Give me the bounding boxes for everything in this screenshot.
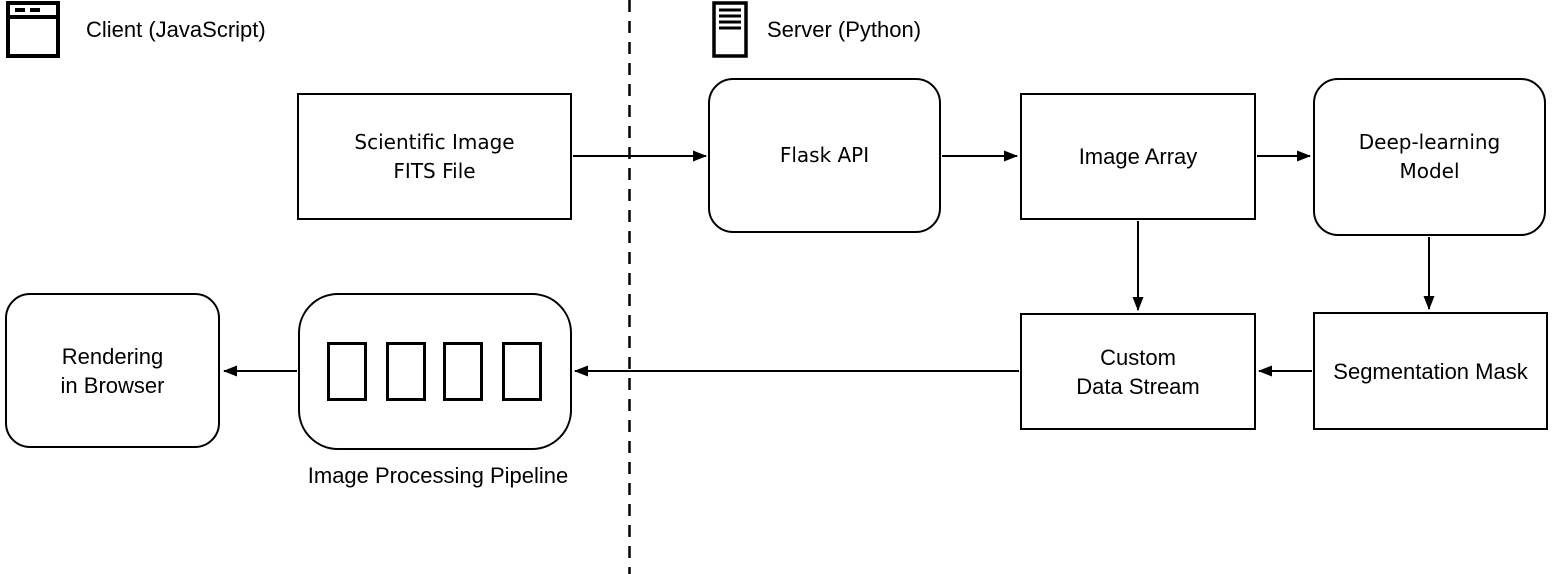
node-label-line: Segmentation Mask [1333,358,1528,384]
node-label-line: Flask API [779,143,870,167]
node-scientific-image-fits-file: Scientific Image FITS File [297,93,572,220]
browser-window-icon [6,1,60,63]
node-label-line: Data Stream [1076,373,1200,399]
server-tower-icon [712,1,748,63]
pipeline-caption: Image Processing Pipeline [307,463,569,488]
node-rendering-in-browser: Rendering in Browser [5,293,220,448]
pipeline-stage-4 [502,342,542,401]
node-segmentation-mask: Segmentation Mask [1313,312,1548,430]
node-label-line: Image Array [1078,144,1198,169]
server-lane-label: Server (Python) [767,17,922,42]
node-deep-learning-model: Deep-learning Model [1313,78,1546,236]
node-label-line: FITS File [393,158,476,183]
node-label-line: Scientific Image [354,129,515,154]
node-custom-data-stream: Custom Data Stream [1020,313,1256,430]
pipeline-stage-2 [386,342,426,401]
node-label-line: Rendering [61,343,164,369]
pipeline-stage-1 [327,342,367,401]
node-label-line: Deep-learning [1358,130,1501,154]
pipeline-stage-3 [443,342,483,401]
node-image-array: Image Array [1020,93,1256,220]
client-lane-label: Client (JavaScript) [86,17,266,42]
node-label-line: Model [1399,159,1460,183]
node-label-line: Custom [1100,344,1176,370]
node-label-line: in Browser [60,372,165,398]
node-flask-api: Flask API [708,78,941,233]
